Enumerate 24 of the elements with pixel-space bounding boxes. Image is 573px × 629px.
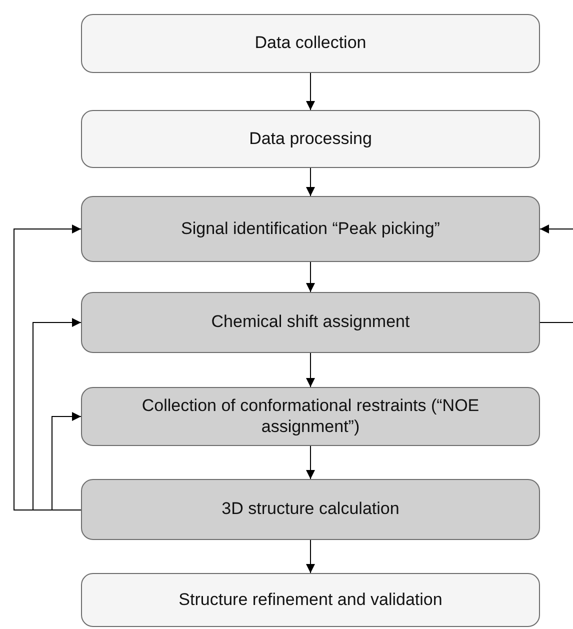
process-box <box>81 573 540 627</box>
arrow <box>306 352 315 388</box>
box-label: Collection of conformational restraints (“NOE assignment”) <box>140 396 480 437</box>
arrow <box>306 540 315 574</box>
process-box <box>81 110 540 168</box>
process-box <box>81 196 540 262</box>
arrow <box>52 412 82 510</box>
box-label: Structure refinement and validation <box>178 590 442 610</box>
process-box <box>81 292 540 353</box>
arrow <box>32 318 82 510</box>
box-label: 3D structure calculation <box>222 499 400 520</box>
arrow <box>306 262 315 292</box>
arrow <box>306 446 315 480</box>
arrow <box>14 224 82 510</box>
box-label: Data collection <box>254 33 366 54</box>
box-label: Chemical shift assignment <box>211 312 410 333</box>
process-box <box>81 14 540 73</box>
box-label: Signal identification “Peak picking” <box>181 218 440 240</box>
box-label: Data processing <box>249 128 372 150</box>
arrow <box>306 72 315 110</box>
arrow <box>540 224 573 234</box>
arrow <box>306 168 315 196</box>
process-box <box>81 479 540 540</box>
process-box <box>81 387 540 446</box>
